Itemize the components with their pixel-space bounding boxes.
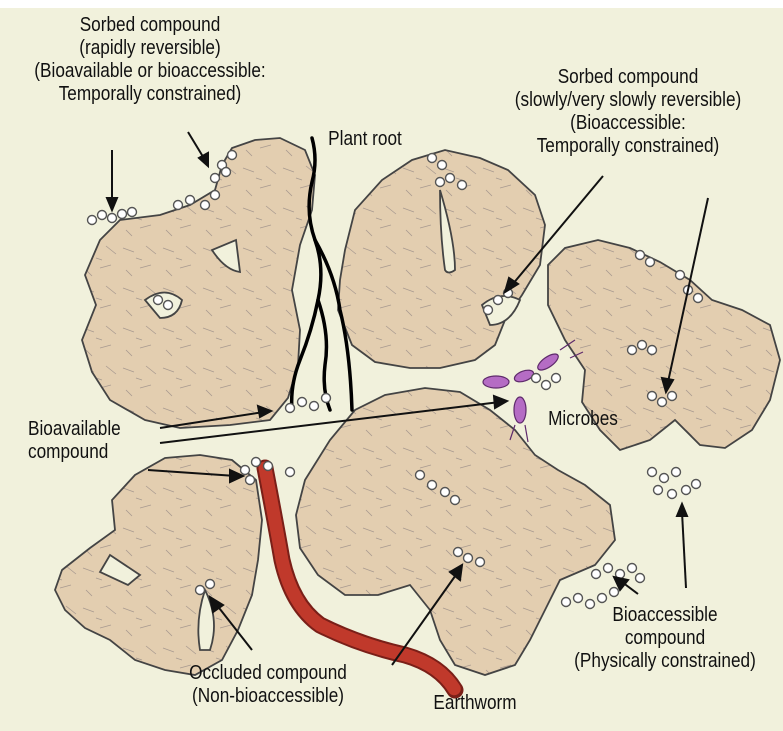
label-bioaccessible-line1: Bioaccessible xyxy=(562,604,768,627)
label-plant-root: Plant root xyxy=(309,128,421,151)
label-sorbed-slow-line4: Temporally constrained) xyxy=(490,135,765,158)
label-sorbed-rapid-line4: Temporally constrained) xyxy=(12,83,287,106)
label-sorbed-rapid: Sorbed compound (rapidly reversible) (Bi… xyxy=(12,14,287,106)
soil-particles xyxy=(55,138,780,675)
label-bioavailable: Bioavailable compound xyxy=(28,418,157,464)
label-sorbed-slow-line1: Sorbed compound xyxy=(490,66,765,89)
label-sorbed-rapid-line2: (rapidly reversible) xyxy=(12,37,287,60)
label-sorbed-rapid-line1: Sorbed compound xyxy=(12,14,287,37)
label-occluded-line2: (Non-bioaccessible) xyxy=(182,685,354,708)
label-bioaccessible-line2: compound xyxy=(562,627,768,650)
label-sorbed-slow: Sorbed compound (slowly/very slowly reve… xyxy=(490,66,765,158)
label-occluded-line1: Occluded compound xyxy=(182,662,354,685)
label-bioavailable-line1: Bioavailable xyxy=(28,418,157,441)
label-microbes: Microbes xyxy=(536,408,631,431)
label-bioavailable-line2: compound xyxy=(28,441,157,464)
label-bioaccessible-line3: (Physically constrained) xyxy=(562,650,768,673)
label-sorbed-rapid-line3: (Bioavailable or bioaccessible: xyxy=(12,60,287,83)
label-sorbed-slow-line3: (Bioaccessible: xyxy=(490,112,765,135)
soil-particle-bottom-left xyxy=(55,455,262,675)
label-sorbed-slow-line2: (slowly/very slowly reversible) xyxy=(490,89,765,112)
soil-particle-top-left xyxy=(82,138,315,428)
label-occluded: Occluded compound (Non-bioaccessible) xyxy=(182,662,354,708)
label-earthworm: Earthworm xyxy=(419,692,531,715)
label-bioaccessible: Bioaccessible compound (Physically const… xyxy=(562,604,768,673)
